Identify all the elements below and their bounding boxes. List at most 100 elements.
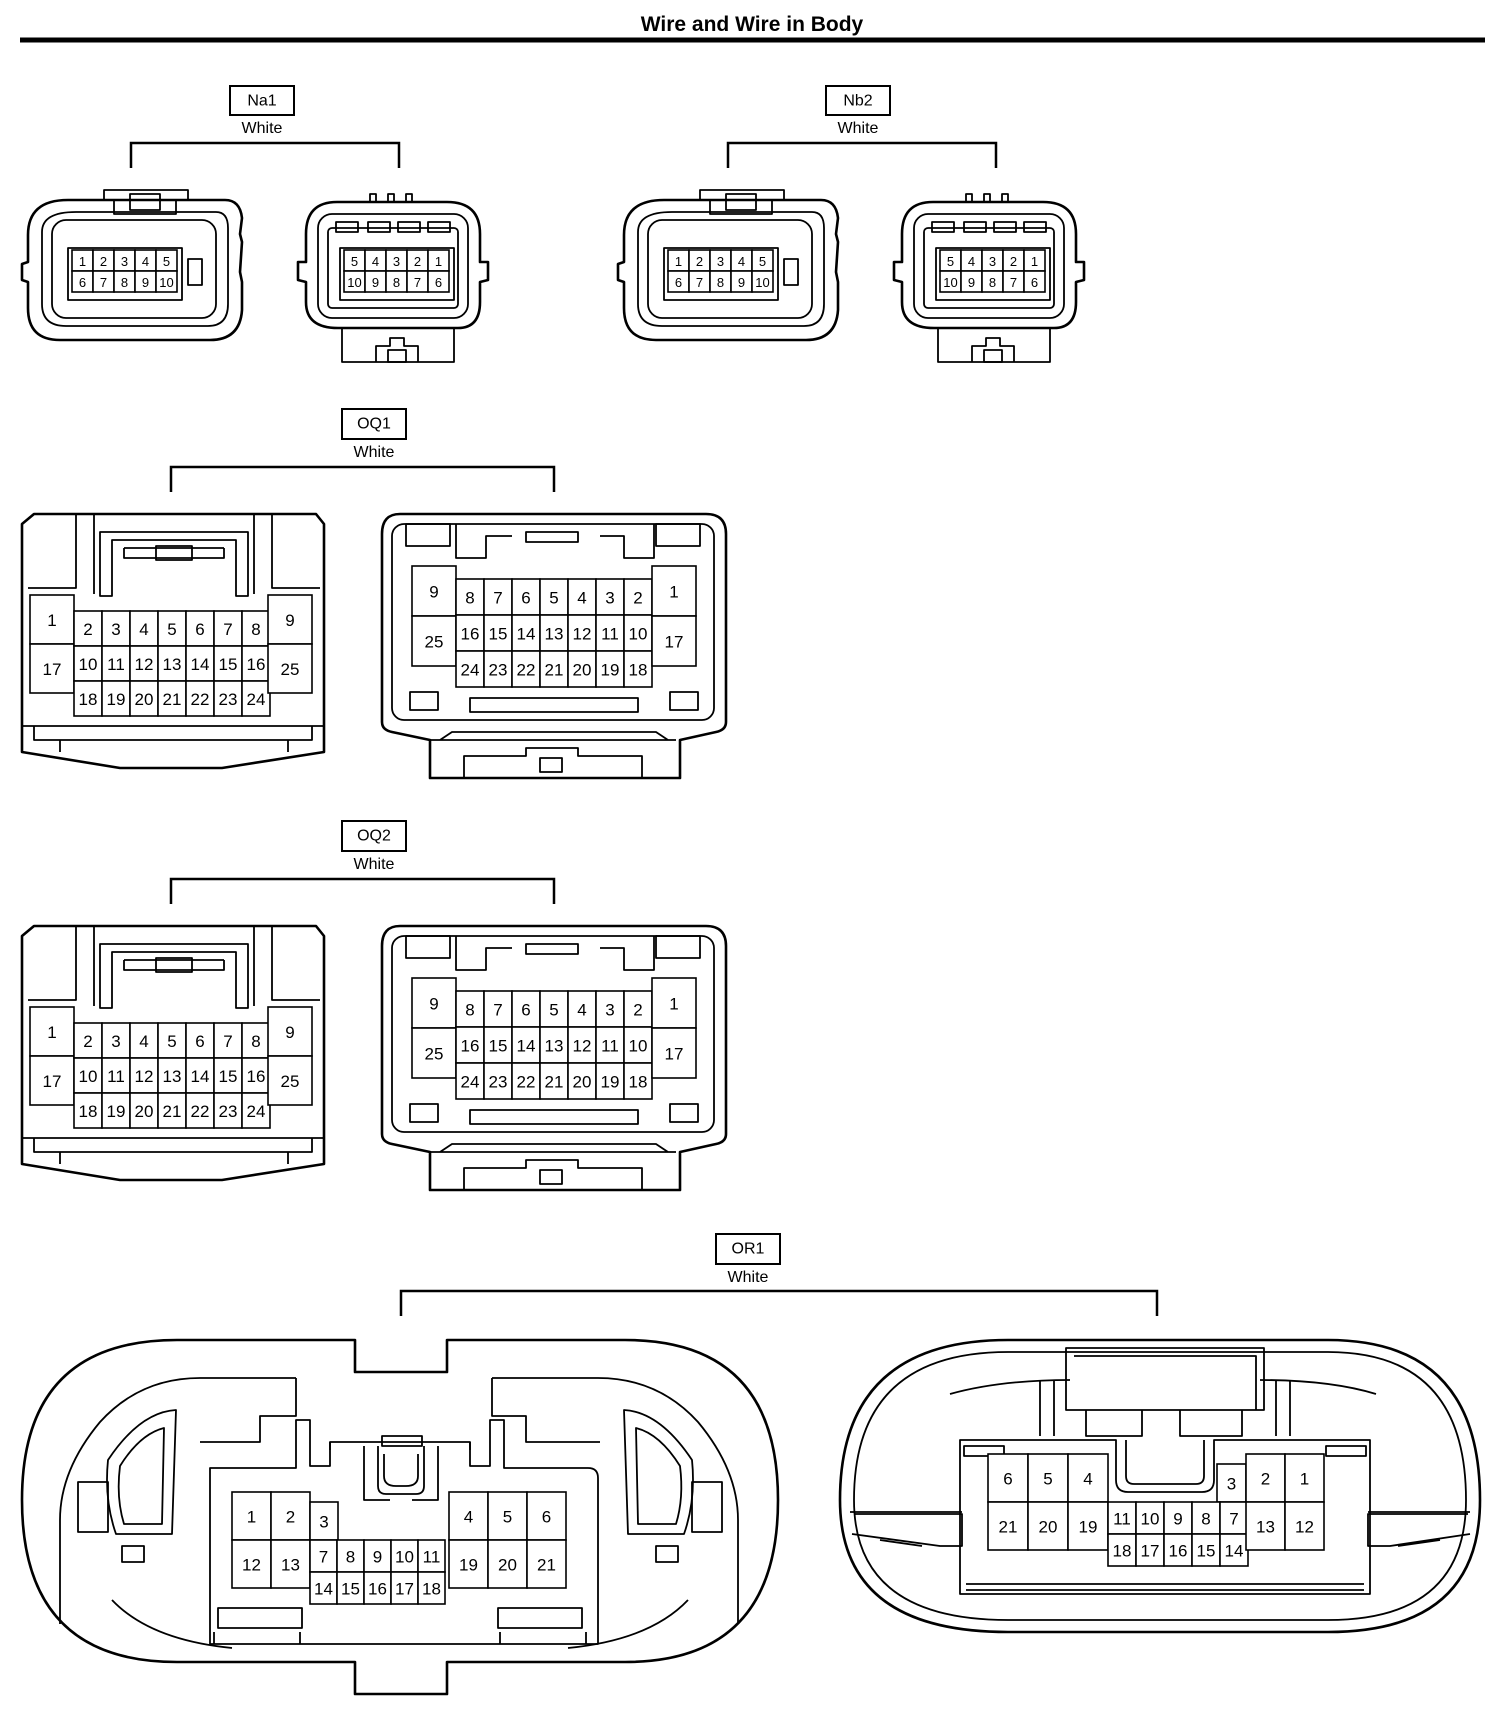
pin-number: 7	[223, 1032, 232, 1051]
pin-number: 7	[1229, 1510, 1238, 1529]
pin-number: 2	[414, 254, 421, 269]
connector-color-label: White	[242, 120, 283, 137]
pin-number: 12	[573, 1037, 592, 1056]
pin-number: 21	[999, 1518, 1018, 1537]
pin-cell: 21	[157, 1092, 187, 1129]
pin-number: 24	[247, 1102, 266, 1121]
pin-cell-border	[751, 270, 774, 293]
pin-cell: 4	[129, 610, 159, 647]
pin-number: 8	[251, 1032, 260, 1051]
pin-cell: 6	[71, 270, 94, 293]
female-connector-housing	[20, 189, 244, 342]
pin-cell-border	[241, 1092, 271, 1129]
pin-cell-border	[270, 1539, 311, 1589]
pin-number: 13	[545, 1037, 564, 1056]
pin-cell: 6	[185, 610, 215, 647]
pin-cell: 4	[567, 990, 597, 1028]
pin-cell: 21	[526, 1539, 567, 1589]
pin-number: 9	[372, 275, 379, 290]
connector-tag-box	[341, 820, 407, 852]
pin-cell: 2	[73, 610, 103, 647]
pin-cell: 10	[343, 270, 366, 293]
pin-cell: 10	[73, 1057, 103, 1094]
pin-cell: 3	[981, 249, 1004, 272]
pin-cell-border	[987, 1453, 1029, 1503]
pin-cell-border	[129, 1092, 159, 1129]
pin-number: 10	[1141, 1510, 1160, 1529]
pin-cell: 23	[483, 650, 513, 688]
pin-cell: 22	[185, 680, 215, 717]
pin-number: 25	[425, 1045, 444, 1064]
pin-number: 8	[393, 275, 400, 290]
pin-number: 19	[107, 1102, 126, 1121]
pin-cell: 14	[185, 645, 215, 682]
pin-cell: 2	[688, 249, 711, 272]
pin-cell: 22	[511, 650, 541, 688]
pin-number: 22	[517, 661, 536, 680]
pin-cell-border	[511, 614, 541, 652]
pin-cell: 15	[336, 1571, 365, 1605]
pin-cell: 1	[651, 977, 697, 1029]
pin-number: 25	[281, 660, 300, 679]
pin-number: 25	[425, 633, 444, 652]
pin-number: 13	[545, 625, 564, 644]
pin-number: 11	[1113, 1510, 1131, 1529]
connector-tag-label: Na1	[247, 93, 276, 110]
pin-number: 19	[601, 661, 620, 680]
pin-number: 18	[1113, 1542, 1132, 1561]
pin-cell: 4	[134, 249, 157, 272]
pin-cell-border	[1027, 1501, 1069, 1551]
pin-cell: 20	[487, 1539, 528, 1589]
pin-number: 17	[665, 1045, 684, 1064]
pin-cell: 2	[623, 578, 653, 616]
pin-cell: 25	[411, 615, 457, 667]
pin-number: 17	[395, 1580, 414, 1599]
pin-number: 10	[629, 625, 648, 644]
pin-number: 9	[285, 1023, 294, 1042]
pin-number: 20	[135, 1102, 154, 1121]
pin-cell: 21	[987, 1501, 1029, 1551]
pin-cell: 5	[343, 249, 366, 272]
pin-number: 19	[601, 1073, 620, 1092]
pin-cell: 8	[455, 990, 485, 1028]
pin-number: 9	[285, 611, 294, 630]
pin-cell: 7	[483, 578, 513, 616]
pin-cell-border	[448, 1539, 489, 1589]
pin-cell: 5	[157, 610, 187, 647]
pin-cell: 16	[241, 645, 271, 682]
pin-cell: 14	[309, 1571, 338, 1605]
pin-cell: 13	[157, 1057, 187, 1094]
pin-cell: 21	[157, 680, 187, 717]
pin-number: 9	[373, 1548, 382, 1567]
pin-cell-border	[185, 645, 215, 682]
pin-cell-border	[309, 1571, 338, 1605]
pin-cell-border	[1135, 1533, 1165, 1567]
pin-cell: 16	[241, 1057, 271, 1094]
connector-nb2: Nb2 White	[616, 85, 1086, 363]
pin-cell: 6	[987, 1453, 1029, 1503]
pin-number: 4	[372, 254, 379, 269]
pin-cell: 3	[101, 610, 131, 647]
pin-cell-border	[651, 1027, 697, 1079]
pin-number: 3	[605, 1001, 614, 1020]
pin-number: 1	[47, 1023, 56, 1042]
pin-cell: 19	[1067, 1501, 1109, 1551]
pin-cell-border	[267, 1006, 313, 1057]
pin-cell: 5	[939, 249, 962, 272]
pin-cell-border	[1023, 270, 1046, 293]
pin-cell: 12	[129, 1057, 159, 1094]
pin-number: 8	[465, 1001, 474, 1020]
pin-cell-border	[567, 650, 597, 688]
connector-tag-label: Nb2	[843, 93, 872, 110]
pin-cell-border	[1067, 1453, 1109, 1503]
pin-cell-border	[651, 565, 697, 617]
pin-cell: 17	[29, 643, 75, 694]
pin-number: 10	[395, 1548, 414, 1567]
pin-number: 11	[107, 1067, 125, 1086]
pin-cell: 11	[595, 614, 625, 652]
pin-cell: 22	[511, 1062, 541, 1100]
pin-number: 22	[191, 690, 210, 709]
pin-cell: 7	[688, 270, 711, 293]
pin-cell: 4	[567, 578, 597, 616]
